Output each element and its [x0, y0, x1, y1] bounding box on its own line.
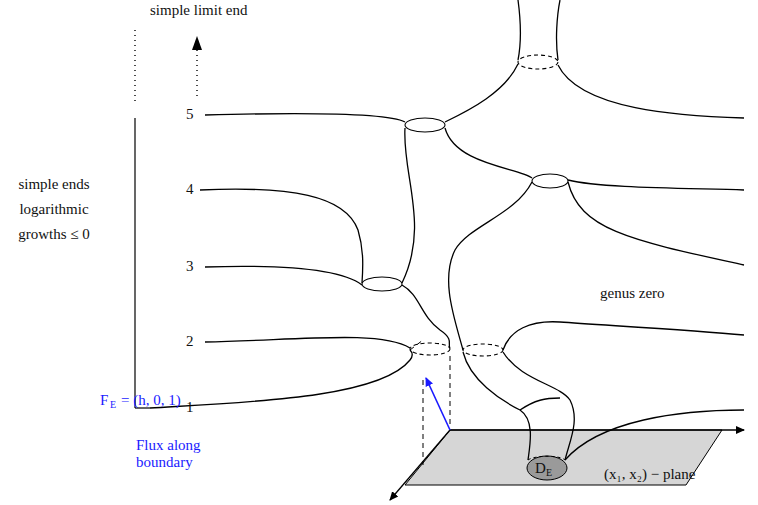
sheet-number: 5	[186, 106, 194, 123]
sheet-number: 4	[186, 181, 194, 198]
genus-label: genus zero	[600, 285, 665, 302]
plane	[405, 430, 722, 485]
sheet-number: 2	[186, 333, 194, 350]
limit-end-label: simple limit end	[150, 2, 248, 19]
disk-subscript: E	[546, 467, 552, 479]
sheet-number: 1	[186, 399, 194, 416]
sheet-number: 3	[186, 258, 194, 275]
flux-note: Flux along boundary	[136, 437, 216, 471]
plane-label: (x₁, x₂) − plane	[604, 466, 695, 483]
flux-subscript: E	[110, 399, 116, 411]
flux-symbol: F	[100, 392, 108, 409]
disk-symbol: D	[535, 460, 546, 477]
ends-note: simple ends logarithmic growths ≤ 0	[4, 172, 104, 247]
flux-value: = (h, 0, 1)	[121, 392, 181, 409]
